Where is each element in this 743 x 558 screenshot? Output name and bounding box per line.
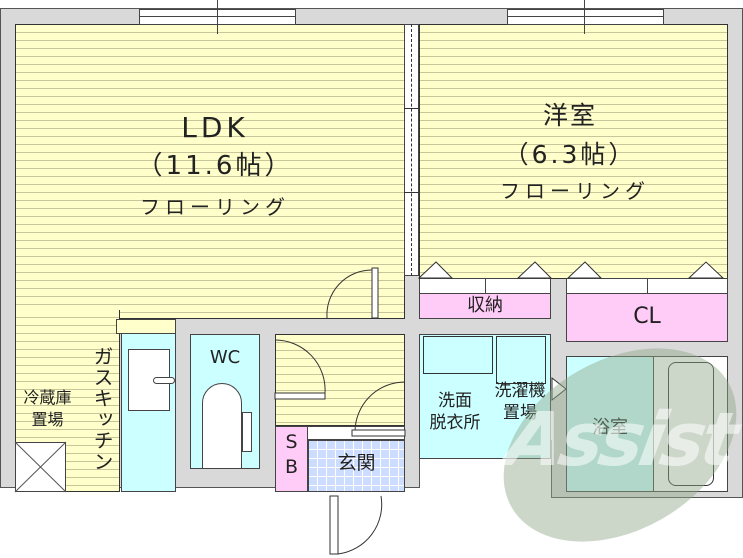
western-room-floor (419, 24, 728, 279)
closet-area (566, 293, 728, 342)
wc-label: WC (209, 347, 241, 368)
washer-label-line2: 置場 (503, 403, 537, 423)
kitchen-faucet (153, 377, 175, 384)
kitchen-sink[interactable] (128, 349, 170, 411)
shoe-box (275, 426, 308, 492)
toilet-bowl[interactable] (202, 383, 242, 469)
sliding-partition-seg2 (404, 192, 419, 193)
washroom-label-line1: 洗面 (438, 391, 472, 411)
fridge-label-line1: 冷蔵庫 (23, 388, 72, 407)
ldk-room-size: （11.6帖） (136, 151, 294, 181)
washer-label-line1: 洗濯機 (494, 381, 546, 401)
closet-label: CL (633, 304, 661, 329)
kitchen-label: ガスキッチン (90, 346, 114, 472)
window-western-mullion (584, 0, 585, 34)
washroom-label-line2: 脱衣所 (429, 413, 481, 433)
storage-label: 収納 (467, 295, 503, 316)
sliding-partition-dash (411, 24, 412, 276)
window-ldk-mullion (217, 0, 218, 34)
entrance-area (308, 440, 405, 492)
watermark-text: Assist (499, 397, 741, 483)
window-western-divider (507, 16, 664, 17)
ldk-room-name: LDK (181, 111, 249, 144)
closet-door-divider (647, 278, 648, 294)
western-room-size: （6.3帖） (503, 140, 637, 169)
watermark (503, 348, 737, 542)
storage-door-divider (485, 278, 486, 294)
shoe-box-label-line2: B (284, 456, 299, 478)
bathtub-inner (668, 362, 714, 486)
bathroom-label: 浴室 (580, 417, 640, 439)
ldk-floor-type: フローリング (140, 195, 290, 219)
sliding-partition-seg1 (404, 108, 419, 109)
ldk-floor (15, 24, 405, 319)
hallway-floor (275, 334, 405, 426)
toilet-tank (242, 412, 252, 452)
vanity-sink[interactable] (423, 336, 493, 374)
washer-space (496, 336, 546, 384)
storage-area (419, 293, 551, 319)
western-floor-type: フローリング (500, 179, 650, 203)
fridge-label-line2: 置場 (31, 410, 64, 429)
window-western[interactable] (507, 9, 664, 25)
entrance-label: 玄関 (337, 452, 376, 474)
shoe-box-label-line1: S (285, 431, 298, 453)
bathtub (653, 356, 728, 492)
western-room-name: 洋室 (542, 101, 597, 130)
